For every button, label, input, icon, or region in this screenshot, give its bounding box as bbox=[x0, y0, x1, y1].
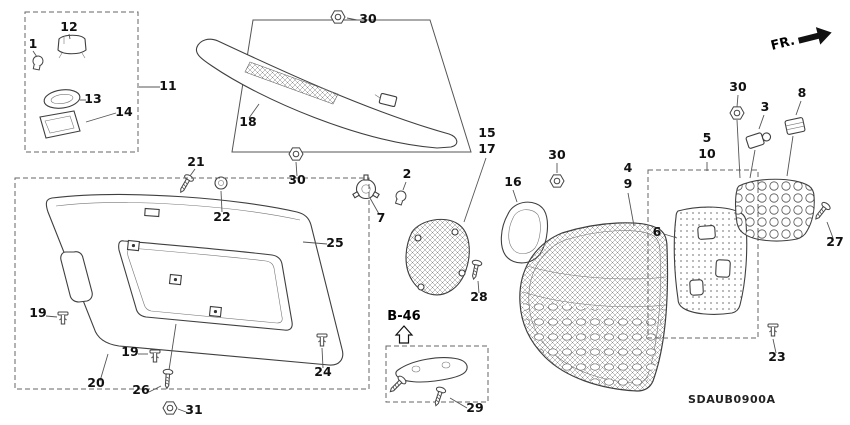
callout-4: 4 bbox=[624, 160, 633, 175]
high-mount-stop-light-group bbox=[195, 10, 472, 153]
stop-light-connector bbox=[374, 92, 398, 108]
callout-27: 27 bbox=[826, 234, 843, 249]
fr-label: FR. bbox=[769, 34, 796, 54]
license-gasket-icon bbox=[43, 89, 81, 109]
callout-21: 21 bbox=[187, 154, 204, 169]
stop-light-lens-strip bbox=[244, 61, 339, 105]
clip-icon-19a bbox=[57, 311, 69, 325]
callout-13: 13 bbox=[84, 91, 101, 106]
taillight-unit-dashed-box bbox=[647, 169, 759, 339]
callout-1: 1 bbox=[29, 36, 38, 51]
nut-icon bbox=[330, 10, 346, 24]
garnish-top-accent bbox=[55, 202, 301, 221]
callout-14: 14 bbox=[115, 104, 133, 119]
grommet-icon-22 bbox=[214, 176, 228, 190]
license-plate-recess bbox=[118, 240, 293, 331]
trunk-garnish-dashed-box bbox=[14, 177, 370, 390]
callout-29: 29 bbox=[466, 400, 483, 415]
screw-icon-28 bbox=[468, 258, 483, 281]
nut-icon bbox=[288, 147, 304, 161]
nut-icon bbox=[549, 174, 565, 188]
callout-24: 24 bbox=[314, 364, 332, 379]
garnish-handle-hole bbox=[60, 251, 93, 303]
clip-icon-19b bbox=[149, 349, 161, 363]
lens-reflector-dots bbox=[522, 295, 664, 390]
garnish-emblem-seat bbox=[144, 207, 160, 218]
callout-30-top: 30 bbox=[359, 11, 377, 26]
license-lamp-housing-icon bbox=[57, 34, 87, 59]
garnish-clip-seat bbox=[126, 239, 140, 252]
bracket-icon-29 bbox=[395, 357, 468, 383]
callout-3: 3 bbox=[761, 99, 770, 114]
callout-25: 25 bbox=[326, 235, 343, 250]
callout-22: 22 bbox=[213, 209, 230, 224]
trunk-garnish-group bbox=[14, 177, 370, 415]
callout-5: 5 bbox=[703, 130, 712, 145]
callout-12: 12 bbox=[60, 19, 77, 34]
callout-8: 8 bbox=[798, 85, 807, 100]
callout-7: 7 bbox=[377, 210, 386, 225]
callout-labels: 12 1 13 14 11 18 30 21 22 30 25 2 7 15 1… bbox=[29, 11, 844, 417]
callout-9: 9 bbox=[624, 176, 633, 191]
taillight-gasket-icon-6 bbox=[673, 206, 748, 315]
callout-26: 26 bbox=[132, 382, 150, 397]
section-ref-group: B-46 bbox=[385, 309, 489, 408]
callout-18: 18 bbox=[239, 114, 256, 129]
shelf-panel-outline bbox=[231, 19, 472, 153]
taillight-base-icon bbox=[405, 218, 470, 296]
callout-2: 2 bbox=[403, 166, 412, 181]
taillight-base-studs bbox=[414, 228, 466, 291]
garnish-clip-seat bbox=[208, 305, 222, 318]
callout-28: 28 bbox=[470, 289, 487, 304]
connector-icon-8 bbox=[784, 117, 806, 135]
callout-19-a: 19 bbox=[29, 305, 46, 320]
screw-icon-27 bbox=[811, 200, 832, 223]
socket-harness-group bbox=[729, 106, 815, 242]
callout-16: 16 bbox=[504, 174, 522, 189]
leader-lines bbox=[32, 17, 834, 413]
callout-30-spoiler: 30 bbox=[288, 172, 306, 187]
callout-19-b: 19 bbox=[121, 344, 138, 359]
license-lamp-assembly-group bbox=[24, 11, 139, 153]
bulb-socket-icon-7 bbox=[352, 174, 380, 200]
callout-15: 15 bbox=[478, 125, 495, 140]
callout-10: 10 bbox=[698, 146, 716, 161]
license-lamp-dashed-box bbox=[24, 11, 139, 153]
callout-31: 31 bbox=[185, 402, 202, 417]
license-bulb-icon bbox=[30, 54, 45, 71]
screw-icon-29b bbox=[430, 385, 447, 408]
callout-11: 11 bbox=[159, 78, 176, 93]
callout-6: 6 bbox=[653, 224, 662, 239]
screw-icon-26 bbox=[161, 368, 174, 390]
screw-icon-29a bbox=[386, 374, 408, 396]
fr-direction-group: FR. bbox=[769, 27, 832, 54]
diagram-code: SDAUB0900A bbox=[688, 393, 776, 406]
callout-30-socket: 30 bbox=[729, 79, 747, 94]
callout-20: 20 bbox=[87, 375, 105, 390]
license-lens-icon bbox=[39, 110, 81, 139]
callout-23: 23 bbox=[768, 349, 785, 364]
callout-30-gasket: 30 bbox=[548, 147, 566, 162]
taillight-lens-group bbox=[519, 222, 669, 392]
screw-icon-21 bbox=[176, 172, 195, 196]
garnish-clip-seat bbox=[168, 273, 182, 286]
nut-icon bbox=[729, 106, 745, 120]
clip-icon-23 bbox=[767, 323, 779, 337]
up-arrow-icon bbox=[394, 325, 414, 344]
nut-icon-31 bbox=[162, 401, 178, 415]
callout-17: 17 bbox=[478, 141, 495, 156]
socket-icon-3 bbox=[745, 132, 772, 149]
fr-arrow-icon bbox=[797, 27, 832, 45]
bulb-icon-2 bbox=[393, 189, 408, 207]
taillight-unit-group bbox=[647, 169, 759, 339]
section-ref-label: B-46 bbox=[387, 309, 420, 324]
license-plate-recess-inner bbox=[127, 247, 283, 324]
bulb-socket-cluster bbox=[734, 178, 815, 242]
